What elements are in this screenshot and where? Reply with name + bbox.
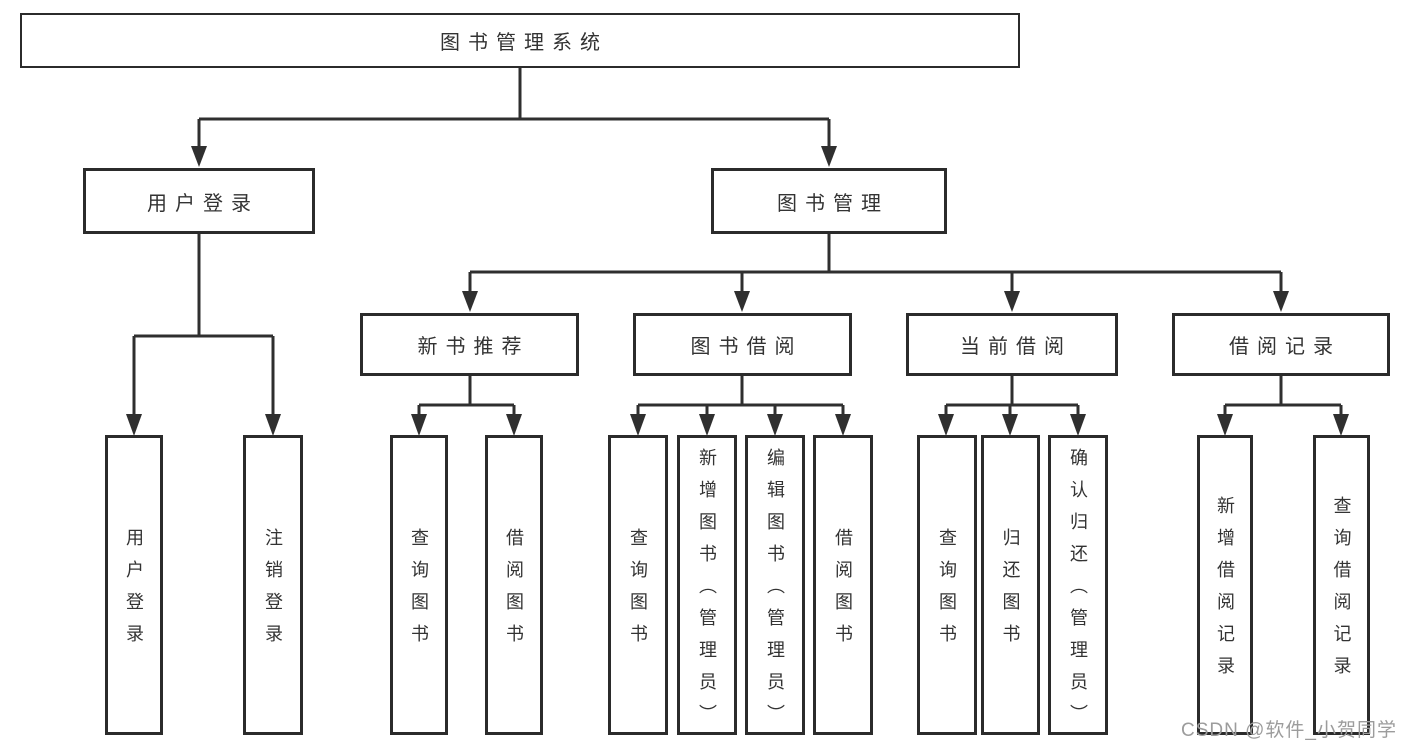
csdn-watermark: CSDN @软件_小贺同学 xyxy=(1181,720,1397,741)
node-label: 借阅记录 xyxy=(1229,336,1341,358)
node-label: 借阅图书 xyxy=(833,528,853,656)
leaf-user-login: 用户登录 xyxy=(105,435,163,735)
node-label: 当前借阅 xyxy=(960,336,1072,358)
node-library-management-system: 图书管理系统 xyxy=(20,13,1020,68)
node-label: 图书管理系统 xyxy=(440,32,608,54)
node-label: 确认归还（管理员） xyxy=(1068,448,1088,736)
node-label: 用户登录 xyxy=(124,528,144,656)
node-new-book-recommendation: 新书推荐 xyxy=(360,313,579,376)
leaf-borrow-books-recommend: 借阅图书 xyxy=(485,435,543,735)
node-label: 用户登录 xyxy=(147,192,259,215)
node-label: 归还图书 xyxy=(1000,528,1021,656)
node-book-borrowing: 图书借阅 xyxy=(633,313,852,376)
leaf-query-books-borrow: 查询图书 xyxy=(608,435,668,735)
node-label: 借阅图书 xyxy=(504,528,524,656)
node-label: 查询图书 xyxy=(628,528,648,656)
node-borrowing-records: 借阅记录 xyxy=(1172,313,1390,376)
node-label: 编辑图书（管理员） xyxy=(765,448,785,736)
node-label: 查询图书 xyxy=(937,528,957,656)
leaf-query-books-recommend: 查询图书 xyxy=(390,435,448,735)
leaf-add-book-admin: 新增图书（管理员） xyxy=(677,435,737,736)
node-label: 图书借阅 xyxy=(690,336,803,358)
node-label: 新增借阅记录 xyxy=(1215,496,1235,688)
node-label: 查询图书 xyxy=(409,528,429,656)
node-label: 注销登录 xyxy=(263,528,283,656)
leaf-edit-book-admin: 编辑图书（管理员） xyxy=(745,435,805,736)
leaf-return-books: 归还图书 xyxy=(981,435,1040,735)
leaf-confirm-return-admin: 确认归还（管理员） xyxy=(1048,435,1108,736)
leaf-borrow-books: 借阅图书 xyxy=(813,435,873,735)
leaf-query-borrow-record: 查询借阅记录 xyxy=(1313,435,1370,735)
leaf-logout: 注销登录 xyxy=(243,435,303,735)
leaf-add-borrow-record: 新增借阅记录 xyxy=(1197,435,1253,735)
node-label: 新书推荐 xyxy=(417,336,530,358)
node-label: 查询借阅记录 xyxy=(1331,496,1352,688)
node-current-borrowing: 当前借阅 xyxy=(906,313,1118,376)
leaf-query-books-current: 查询图书 xyxy=(917,435,977,735)
node-book-management: 图书管理 xyxy=(711,168,947,234)
node-label: 新增图书（管理员） xyxy=(697,448,717,736)
node-label: 图书管理 xyxy=(777,192,889,215)
node-user-login: 用户登录 xyxy=(83,168,315,234)
